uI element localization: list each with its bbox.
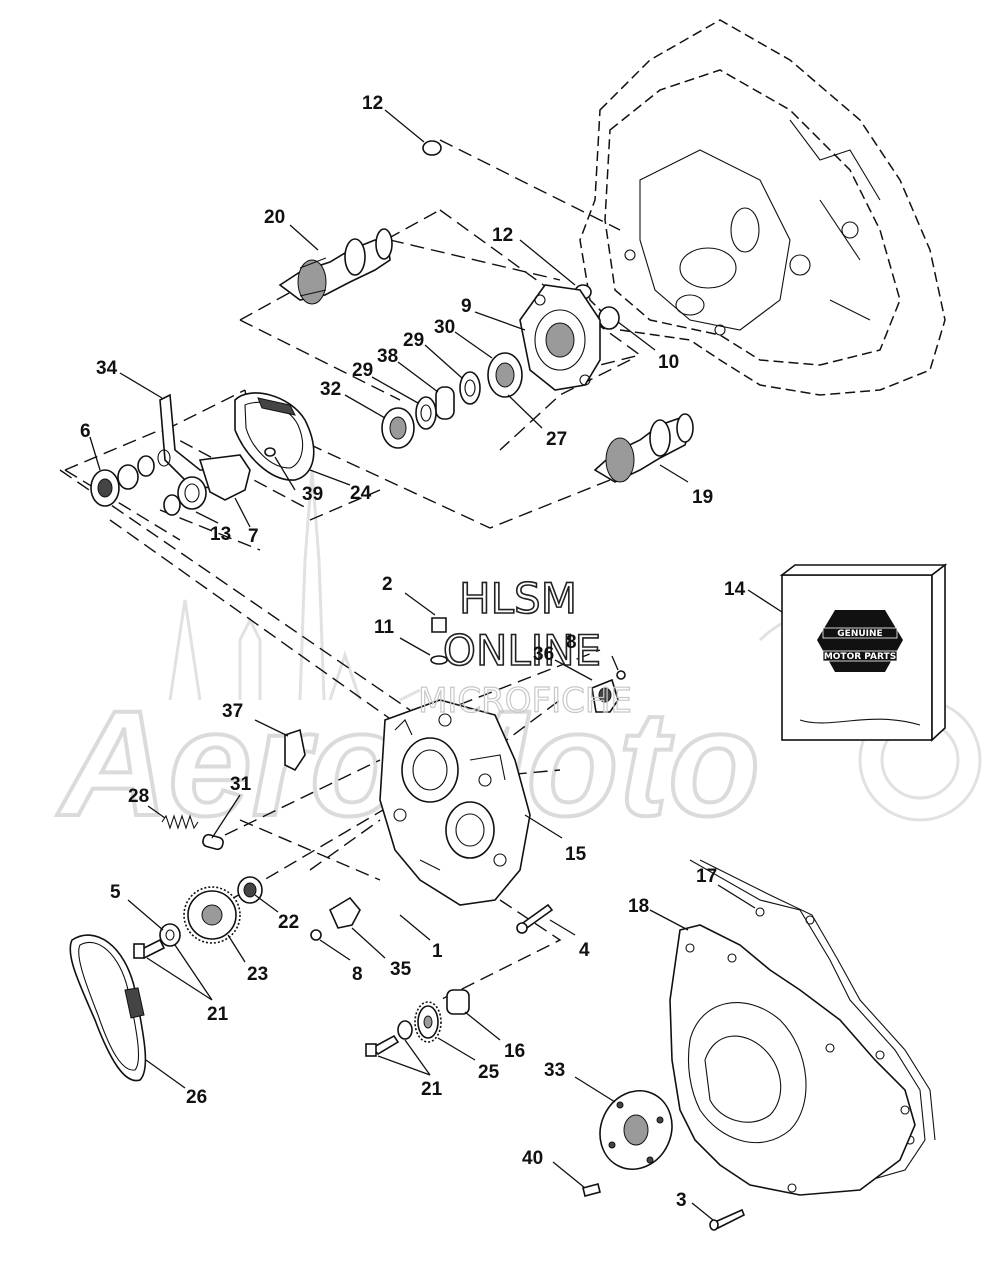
part-16-bushing xyxy=(446,989,470,1015)
part-33-cover-plate xyxy=(599,1090,673,1170)
part-1-cam-support-plate xyxy=(379,699,531,906)
callout-1: 1 xyxy=(432,941,443,962)
part-32-bearing xyxy=(381,407,415,449)
callout-40: 40 xyxy=(522,1148,543,1169)
crankcase xyxy=(579,19,946,396)
part-23-sprocket xyxy=(183,886,241,944)
callout-21-upper: 21 xyxy=(207,1004,229,1025)
callout-18: 18 xyxy=(628,896,649,917)
callout-5: 5 xyxy=(110,882,121,903)
callout-12-lower: 12 xyxy=(492,225,513,246)
part-26-belt xyxy=(69,934,147,1082)
callout-25: 25 xyxy=(478,1062,500,1083)
callout-17: 17 xyxy=(696,866,717,887)
callout-22: 22 xyxy=(278,912,299,933)
part-37-screen xyxy=(284,728,306,772)
part-21-bolt-upper xyxy=(133,938,166,960)
callout-8-lower: 8 xyxy=(352,964,363,985)
part-14-kit-box: GENUINE MOTOR PARTS xyxy=(779,563,948,742)
part-13-bushing xyxy=(177,476,207,510)
callout-3: 3 xyxy=(676,1190,687,1211)
hlsm-watermark: HLSM ONLINE MICROFICHE xyxy=(417,573,632,721)
callout-36: 36 xyxy=(533,644,554,665)
callout-20: 20 xyxy=(264,207,285,228)
callout-8-upper: 8 xyxy=(566,632,577,653)
part-8-oring-upper xyxy=(616,670,626,680)
part-12-oring-upper xyxy=(422,140,442,156)
callout-31: 31 xyxy=(230,774,252,795)
callout-30: 30 xyxy=(434,317,455,338)
part-9-pump-housing xyxy=(519,284,601,391)
callout-19: 19 xyxy=(692,487,713,508)
callout-38: 38 xyxy=(377,346,398,367)
part-3-screw xyxy=(709,1208,746,1231)
callout-2: 2 xyxy=(382,574,393,595)
part-19-camshaft xyxy=(593,413,694,483)
part-31-valve xyxy=(202,833,224,851)
part-11-oring xyxy=(430,655,448,665)
callout-15: 15 xyxy=(565,844,587,865)
part-29-washer-b xyxy=(415,396,437,430)
watermark-online: ONLINE xyxy=(443,626,601,675)
part-22-seal xyxy=(237,876,263,904)
part-36-fitting xyxy=(591,678,619,713)
callout-34: 34 xyxy=(96,358,118,379)
callout-33: 33 xyxy=(544,1060,565,1081)
kit-label-bottom: MOTOR PARTS xyxy=(824,652,896,662)
part-35-valve xyxy=(328,896,361,929)
callout-16: 16 xyxy=(504,1041,525,1062)
part-7-tensioner-shoe xyxy=(198,454,251,501)
part-18-cam-cover xyxy=(669,924,916,1196)
part-2-plug xyxy=(431,617,447,633)
kit-label-top: GENUINE xyxy=(837,629,882,639)
callout-35: 35 xyxy=(390,959,412,980)
callout-9: 9 xyxy=(461,296,472,317)
part-40-screw xyxy=(582,1183,601,1197)
callout-10: 10 xyxy=(658,352,679,373)
callout-29-a: 29 xyxy=(403,330,424,351)
callout-11: 11 xyxy=(374,617,395,638)
part-39-pin xyxy=(264,447,276,457)
leader-lines xyxy=(89,109,783,1221)
part-29-washer-a xyxy=(459,371,481,405)
callout-labels: 12 20 12 9 30 29 38 29 32 10 34 6 27 19 … xyxy=(80,93,746,1211)
kit-logo xyxy=(817,610,903,672)
callout-37: 37 xyxy=(222,701,243,722)
part-4-screw xyxy=(516,903,554,934)
callout-26: 26 xyxy=(186,1087,207,1108)
callout-28: 28 xyxy=(128,786,149,807)
watermark-hlsm: HLSM xyxy=(459,574,577,623)
callout-21-lower: 21 xyxy=(421,1079,443,1100)
callout-13: 13 xyxy=(210,524,231,545)
callout-6: 6 xyxy=(80,421,91,442)
part-13-oring xyxy=(163,494,181,516)
part-21-bolt-lower xyxy=(365,1034,400,1057)
callout-27: 27 xyxy=(546,429,567,450)
part-38-retainer xyxy=(435,386,455,420)
callout-39: 39 xyxy=(302,484,323,505)
callout-23: 23 xyxy=(247,964,268,985)
part-28-spring xyxy=(161,814,199,830)
callout-14: 14 xyxy=(724,579,746,600)
part-24-cam-chain xyxy=(234,392,315,481)
part-21-washer-lower xyxy=(397,1020,413,1040)
watermark-microfiche: MICROFICHE xyxy=(418,681,632,721)
callout-29-b: 29 xyxy=(352,360,373,381)
part-10-oring xyxy=(598,306,620,330)
part-20-camshaft xyxy=(278,228,393,305)
part-5-washer xyxy=(159,923,181,947)
callout-7: 7 xyxy=(248,526,259,547)
part-6-bearing-stack xyxy=(90,449,171,507)
part-8-oring-lower xyxy=(310,929,322,941)
callout-4: 4 xyxy=(579,940,590,961)
callout-32: 32 xyxy=(320,379,341,400)
part-30-bearing xyxy=(487,352,523,398)
callout-24: 24 xyxy=(350,483,372,504)
callout-12-upper: 12 xyxy=(362,93,383,114)
part-25-sprocket xyxy=(414,1001,442,1043)
